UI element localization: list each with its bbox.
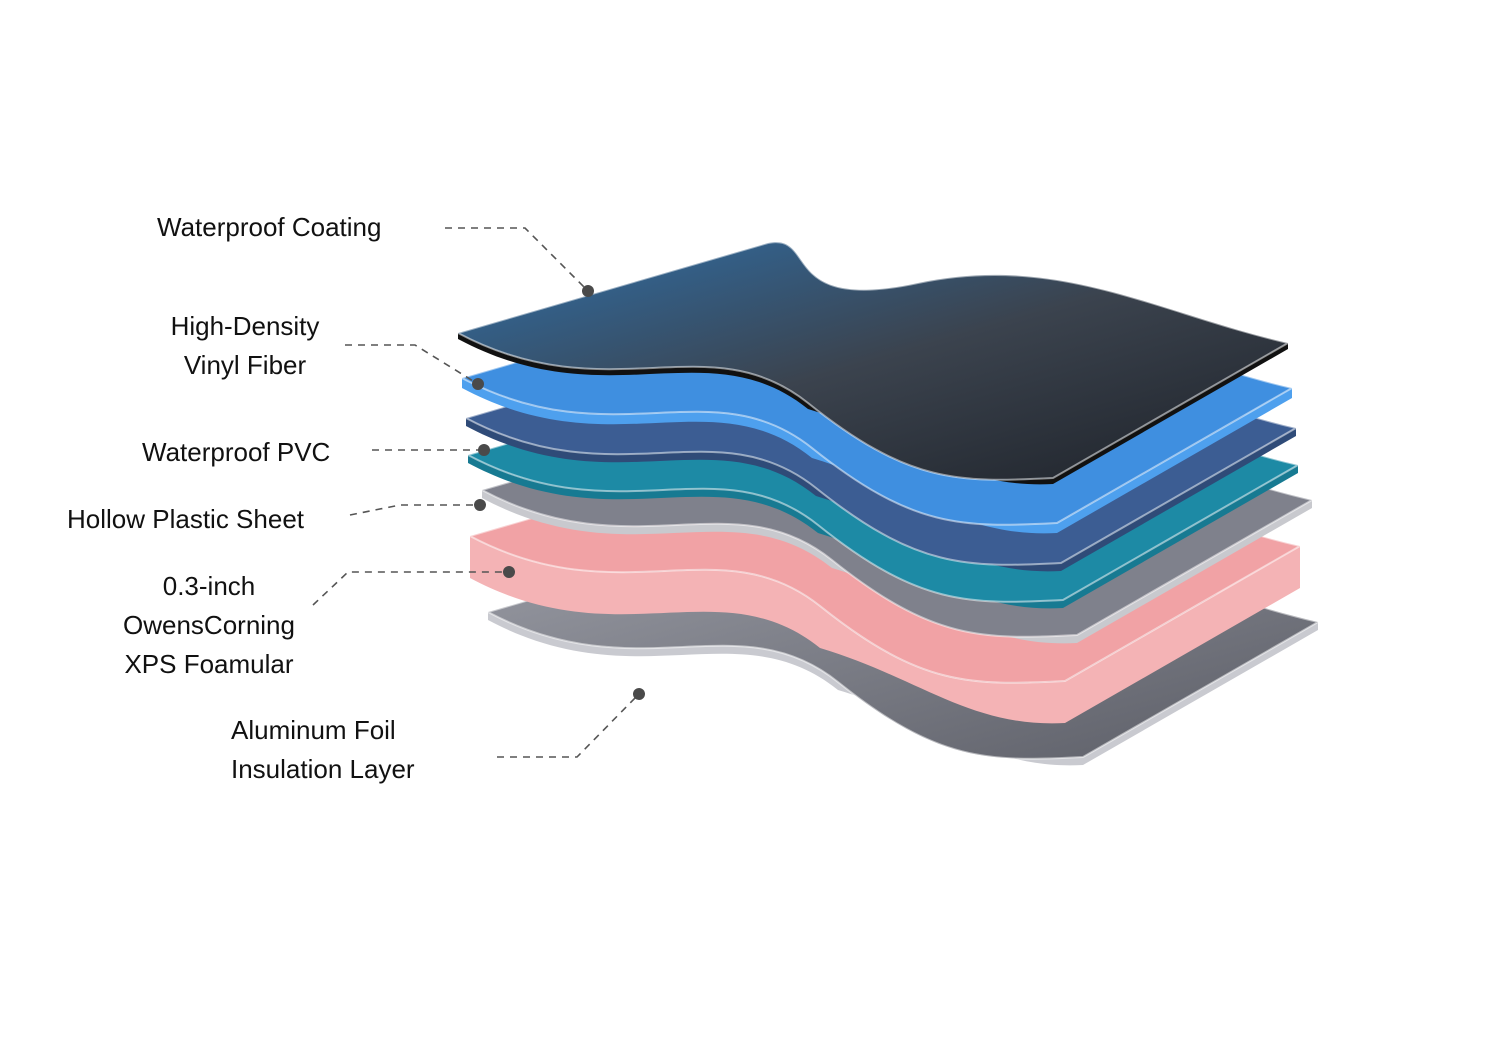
leader-line [349,504,480,516]
leader-line [345,344,479,385]
pvc-layer-edge [466,418,1296,572]
leader-dot [472,378,484,390]
leader-dot [582,285,594,297]
leader-line [312,571,509,606]
vinyl-fiber-layer-edge [462,378,1292,534]
label-hollow-plastic-sheet: Hollow Plastic Sheet [67,504,304,534]
leader-dot [478,444,490,456]
aluminum-foil-layer-edge [488,612,1318,766]
leader-dot [633,688,645,700]
xps-foam-layer-edge [470,536,1300,724]
label-waterproof-coating: Waterproof Coating [157,212,382,242]
waterproof-coating-layer [455,241,1291,481]
leader-line [445,227,589,292]
label-waterproof-pvc: Waterproof PVC [142,437,331,467]
leader-dot [474,499,486,511]
leader-dot [503,566,515,578]
plastic-sheet-layer-edge [482,490,1312,644]
waterproof-coating-layer-edge [458,333,1288,485]
hollow-plastic-layer-edge [468,455,1298,609]
leader-line [497,693,640,758]
